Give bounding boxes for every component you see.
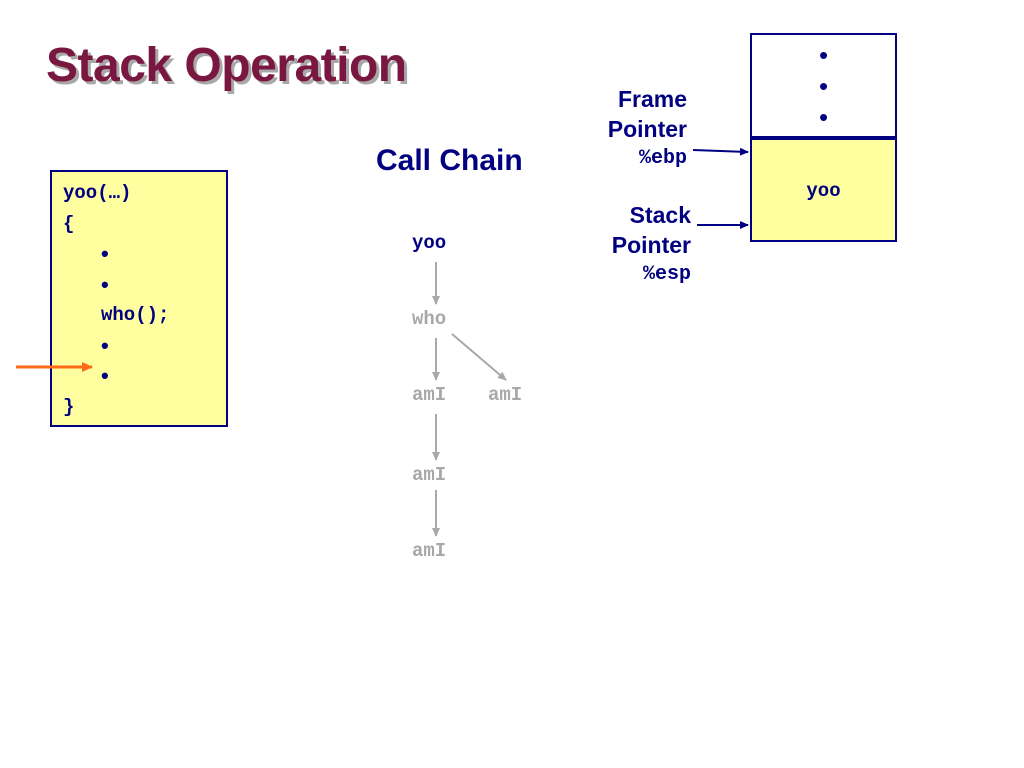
code-line-open-brace: { bbox=[63, 212, 75, 235]
code-line-close-brace: } bbox=[63, 395, 75, 418]
frame-pointer-register: %ebp bbox=[638, 147, 687, 170]
stack-frame-label: yoo bbox=[806, 180, 841, 202]
code-line-ellipsis: • bbox=[101, 271, 109, 297]
frame-pointer-line2: Pointer bbox=[607, 116, 687, 142]
code-line-call-who: who(); bbox=[101, 304, 170, 326]
stack-pointer-register: %esp bbox=[642, 263, 691, 286]
stack-ellipsis-dot: • bbox=[818, 71, 829, 101]
chain-node-ami: amI bbox=[488, 384, 523, 406]
stack-frame-yoo: yoo bbox=[750, 136, 897, 242]
frame-pointer-label: Frame Pointer %ebp bbox=[608, 84, 687, 174]
chain-node-ami: amI bbox=[412, 540, 447, 562]
chain-node-who: who bbox=[412, 308, 447, 330]
stack-pointer-label: Stack Pointer %esp bbox=[612, 200, 691, 290]
stack-pointer-line1: Stack bbox=[629, 202, 691, 228]
stack-ellipsis-dot: • bbox=[818, 40, 829, 70]
code-line-ellipsis: • bbox=[101, 332, 109, 358]
stack-pointer-line2: Pointer bbox=[611, 232, 691, 258]
chain-node-yoo: yoo bbox=[412, 232, 447, 254]
call-chain-title: Call Chain bbox=[376, 144, 523, 177]
stack-upper-frames: • • • bbox=[750, 33, 897, 136]
frame-pointer-arrow bbox=[692, 147, 749, 156]
code-line-signature: yoo(…) bbox=[63, 182, 132, 204]
edge-who-ami-right bbox=[451, 333, 507, 381]
chain-node-ami: amI bbox=[412, 464, 447, 486]
stack-ellipsis-dot: • bbox=[818, 102, 829, 132]
chain-node-ami: amI bbox=[412, 384, 447, 406]
frame-pointer-line1: Frame bbox=[617, 86, 687, 112]
code-listing: yoo(…) { • • who(); • • } bbox=[50, 170, 228, 427]
slide-title: Stack Operation bbox=[46, 39, 407, 92]
code-line-ellipsis: • bbox=[101, 363, 109, 388]
code-line-ellipsis: • bbox=[101, 241, 109, 266]
